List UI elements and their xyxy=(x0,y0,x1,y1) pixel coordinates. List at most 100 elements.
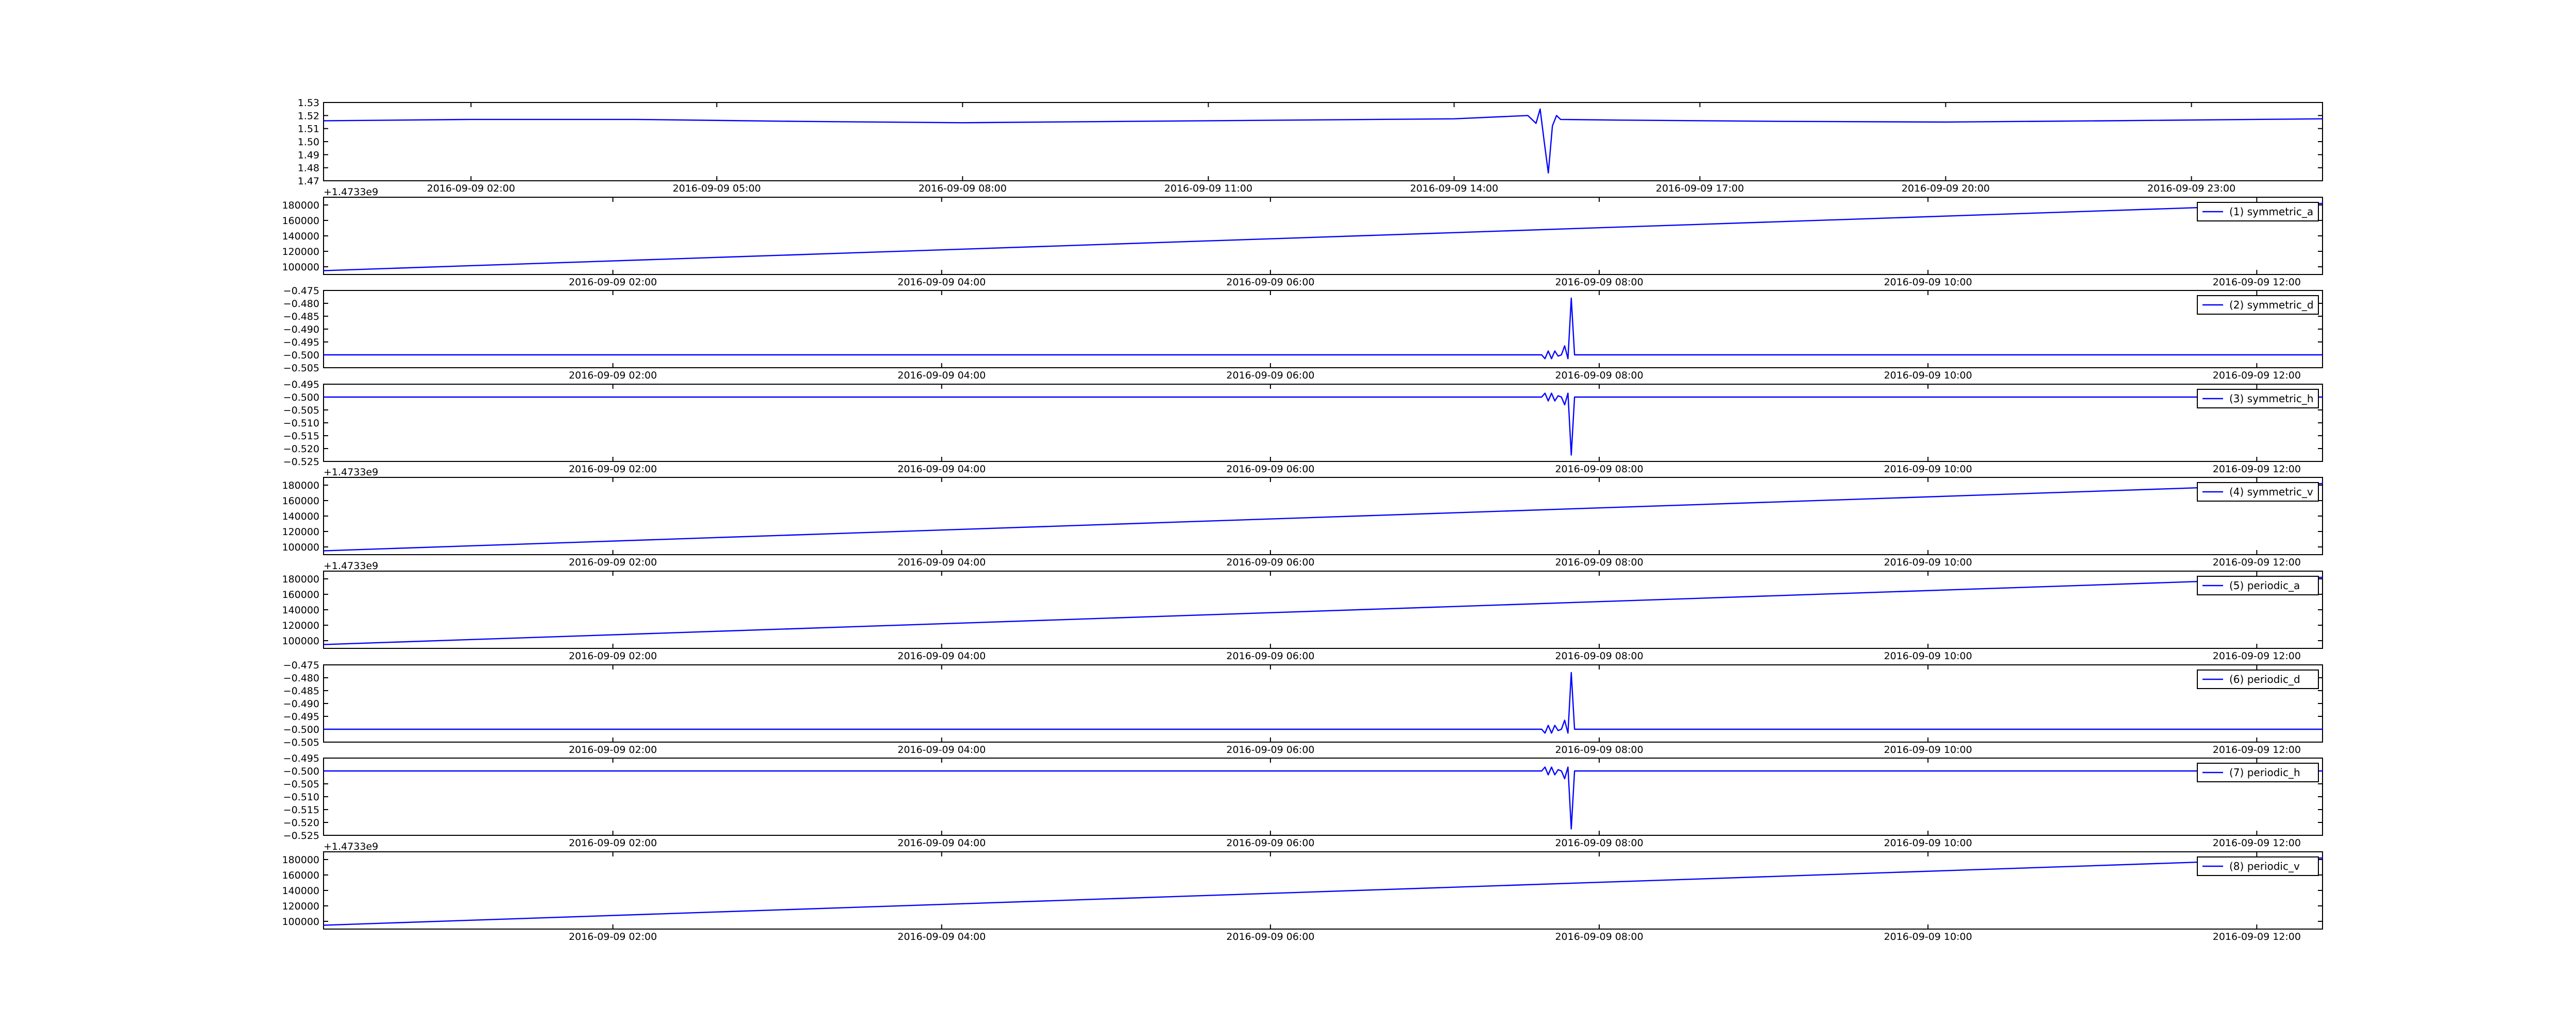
y-tick-label: −0.475 xyxy=(283,285,319,297)
y-tick-label: 100000 xyxy=(282,262,319,273)
y-tick-label: 1.53 xyxy=(298,97,319,109)
legend: (5) periodic_a xyxy=(2197,576,2319,595)
x-tick-label: 2016-09-09 04:00 xyxy=(897,744,986,756)
x-tick-label: 2016-09-09 17:00 xyxy=(1656,183,1744,194)
y-tick-label: −0.480 xyxy=(283,673,319,684)
x-tick-label: 2016-09-09 04:00 xyxy=(897,464,986,475)
y-tick-label: −0.500 xyxy=(283,350,319,361)
legend: (3) symmetric_h xyxy=(2197,389,2319,408)
y-tick-label: −0.495 xyxy=(283,337,319,348)
x-tick-label: 2016-09-09 06:00 xyxy=(1226,370,1314,381)
x-tick-label: 2016-09-09 08:00 xyxy=(1555,837,1643,849)
axes-frame xyxy=(323,477,2323,555)
y-tick-label: −0.500 xyxy=(283,766,319,777)
x-tick-label: 2016-09-09 10:00 xyxy=(1884,650,1972,662)
y-offset-label: +1.4733e9 xyxy=(324,560,378,572)
x-tick-label: 2016-09-09 23:00 xyxy=(2147,183,2235,194)
axes-frame xyxy=(323,851,2323,930)
y-tick-label: −0.500 xyxy=(283,724,319,735)
y-tick-label: 1.48 xyxy=(298,163,319,174)
axes-frame xyxy=(323,571,2323,649)
x-tick-label: 2016-09-09 10:00 xyxy=(1884,277,1972,288)
y-tick-label: −0.485 xyxy=(283,685,319,697)
y-tick-label: 160000 xyxy=(282,870,319,881)
legend-box xyxy=(2197,482,2319,502)
x-tick-label: 2016-09-09 06:00 xyxy=(1226,557,1314,568)
y-tick-label: −0.505 xyxy=(283,779,319,790)
y-tick-label: −0.525 xyxy=(283,456,319,468)
x-tick-label: 2016-09-09 12:00 xyxy=(2213,837,2301,849)
x-tick-label: 2016-09-09 02:00 xyxy=(569,277,657,288)
x-tick-label: 2016-09-09 11:00 xyxy=(1164,183,1252,194)
y-tick-label: −0.495 xyxy=(283,753,319,764)
x-tick-label: 2016-09-09 12:00 xyxy=(2213,370,2301,381)
y-tick-label: 120000 xyxy=(282,526,319,538)
legend-label: (6) periodic_d xyxy=(2229,673,2300,685)
legend: (6) periodic_d xyxy=(2197,670,2319,689)
x-tick-label: 2016-09-09 12:00 xyxy=(2213,744,2301,756)
series-line xyxy=(323,483,2323,552)
legend-label: (2) symmetric_d xyxy=(2229,299,2314,311)
legend: (2) symmetric_d xyxy=(2197,295,2319,315)
y-tick-label: −0.490 xyxy=(283,698,319,710)
axes-frame xyxy=(323,758,2323,836)
legend-label: (3) symmetric_h xyxy=(2229,392,2314,405)
legend: (1) symmetric_a xyxy=(2197,202,2319,221)
y-offset-label: +1.4733e9 xyxy=(324,467,378,478)
legend-box xyxy=(2197,856,2319,876)
x-tick-label: 2016-09-09 08:00 xyxy=(919,183,1007,194)
x-tick-label: 2016-09-09 02:00 xyxy=(569,557,657,568)
y-tick-label: 120000 xyxy=(282,901,319,912)
y-tick-label: 1.52 xyxy=(298,110,319,122)
y-tick-label: 160000 xyxy=(282,495,319,507)
x-tick-label: 2016-09-09 02:00 xyxy=(569,837,657,849)
y-tick-label: 100000 xyxy=(282,636,319,647)
y-tick-label: −0.505 xyxy=(283,405,319,416)
y-tick-label: −0.505 xyxy=(283,737,319,748)
x-tick-label: 2016-09-09 06:00 xyxy=(1226,837,1314,849)
x-tick-label: 2016-09-09 10:00 xyxy=(1884,931,1972,942)
y-tick-label: −0.515 xyxy=(283,804,319,816)
legend-label: (8) periodic_v xyxy=(2229,860,2300,872)
y-tick-label: −0.525 xyxy=(283,830,319,842)
legend: (8) periodic_v xyxy=(2197,856,2319,876)
series-line xyxy=(324,672,2323,734)
y-tick-label: 100000 xyxy=(282,542,319,553)
series-line xyxy=(323,857,2323,926)
y-tick-label: −0.500 xyxy=(283,392,319,403)
y-tick-label: 100000 xyxy=(282,916,319,928)
x-tick-label: 2016-09-09 06:00 xyxy=(1226,277,1314,288)
x-tick-label: 2016-09-09 06:00 xyxy=(1226,464,1314,475)
panel-symmetric_a: 1000001200001400001600001800002016-09-09… xyxy=(282,186,2323,288)
x-tick-label: 2016-09-09 06:00 xyxy=(1226,650,1314,662)
x-tick-label: 2016-09-09 02:00 xyxy=(569,650,657,662)
y-tick-label: 140000 xyxy=(282,605,319,616)
x-tick-label: 2016-09-09 04:00 xyxy=(897,557,986,568)
x-tick-label: 2016-09-09 12:00 xyxy=(2213,277,2301,288)
y-tick-label: −0.495 xyxy=(283,711,319,723)
panel-periodic_v: 1000001200001400001600001800002016-09-09… xyxy=(282,841,2323,942)
x-tick-label: 2016-09-09 02:00 xyxy=(569,931,657,942)
y-tick-label: −0.510 xyxy=(283,418,319,429)
x-tick-label: 2016-09-09 04:00 xyxy=(897,650,986,662)
y-tick-label: 160000 xyxy=(282,589,319,600)
x-tick-label: 2016-09-09 04:00 xyxy=(897,277,986,288)
y-tick-label: 120000 xyxy=(282,620,319,631)
y-tick-label: 1.51 xyxy=(298,124,319,135)
y-tick-label: −0.510 xyxy=(283,792,319,803)
y-tick-label: 180000 xyxy=(282,480,319,491)
axes-frame xyxy=(323,197,2323,275)
x-tick-label: 2016-09-09 10:00 xyxy=(1884,837,1972,849)
y-offset-label: +1.4733e9 xyxy=(324,841,378,852)
x-tick-label: 2016-09-09 12:00 xyxy=(2213,931,2301,942)
y-tick-label: 1.49 xyxy=(298,149,319,161)
y-tick-label: 160000 xyxy=(282,215,319,227)
y-tick-label: 180000 xyxy=(282,574,319,585)
y-tick-label: 180000 xyxy=(282,854,319,866)
x-tick-label: 2016-09-09 08:00 xyxy=(1555,744,1643,756)
x-tick-label: 2016-09-09 12:00 xyxy=(2213,464,2301,475)
panel-periodic_a: 100000 120000 140000 160000 180000 2016-09-09… xyxy=(282,560,2323,662)
x-tick-label: 2016-09-09 02:00 xyxy=(569,744,657,756)
